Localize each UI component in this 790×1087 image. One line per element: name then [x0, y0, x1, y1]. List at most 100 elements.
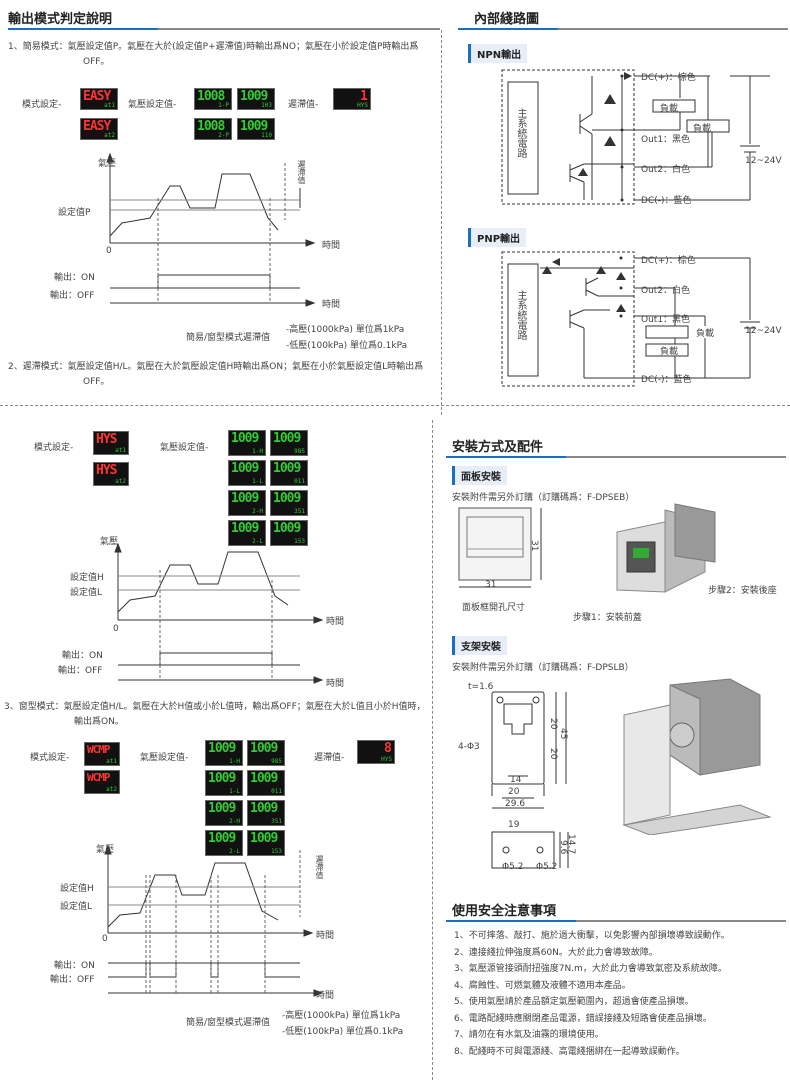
- hi-note-3: -高壓(1000kPa) 單位爲1kPa: [282, 1011, 401, 1021]
- out-on-2: 輸出：ON: [62, 651, 103, 661]
- pnp-dc-plus: DC(+)：棕色: [641, 256, 696, 266]
- step1-label: 步驟1：安裝前蓋: [573, 613, 642, 623]
- time-label-2: 時間: [326, 617, 345, 627]
- time-label-3: 時間: [316, 931, 335, 941]
- circuit-rule: [458, 28, 788, 30]
- hyst-vert-1: 遲滯值: [297, 160, 306, 184]
- mode1-desc: 1、簡易模式：氣壓設定值P。氣壓在大於(設定值P+遲滯值)時輸出爲NO；氣壓在小…: [8, 42, 419, 67]
- pnp-out1: Out1：黑色: [641, 315, 691, 325]
- pnp-load-1: 負載: [696, 329, 715, 339]
- safety-item-1: 1、不可摔落、敲打、施於過大衝擊，以免影響內部損壞導致誤動作。: [454, 931, 730, 941]
- out-off-2: 輸出：OFF: [58, 666, 103, 676]
- zero-2: 0: [113, 624, 119, 634]
- safety-item-3: 3、氣壓源管接頭耐扭強度7N.m，大於此力會導致氣密及系統故障。: [454, 964, 727, 974]
- main-circuit-pnp: 主系統電路: [515, 290, 526, 340]
- dim-31-horiz: 31: [485, 580, 497, 590]
- npn-voltage: 12~24V: [745, 156, 782, 166]
- column-divider-2: [432, 420, 433, 1080]
- dim-19: 19: [508, 820, 520, 830]
- hyst-vert-3: 遲滯值: [315, 855, 324, 879]
- title-rule: [8, 28, 440, 30]
- npn-dc-plus: DC(+)：棕色: [641, 73, 696, 83]
- safety-item-7: 7、請勿在有水氣及油霧的環境使用。: [454, 1030, 604, 1040]
- safety-item-2: 2、連接綫拉伸強度爲60N。大於此力會導致故障。: [454, 947, 658, 958]
- bracket-mount-photo: [622, 678, 772, 835]
- dim-4-phi3: 4-Φ3: [458, 742, 480, 752]
- zero-1: 0: [106, 246, 112, 256]
- panel-cutout-label: 面板框開孔尺寸: [462, 603, 526, 613]
- npn-out2: Out2：白色: [641, 165, 691, 175]
- hysteresis-label-3: 遲滯值-: [314, 753, 345, 763]
- output-mode-title: 輸出模式判定說明: [8, 12, 113, 27]
- safety-item-8: 8、配綫時不可與電源綫、高電綫捆綁在一起導致誤動作。: [454, 1046, 685, 1057]
- panel-subtitle: 面板安裝: [452, 466, 507, 485]
- hi-note-1: -高壓(1000kPa) 單位爲1kPa: [286, 325, 405, 335]
- dim-14-7: 14.7: [566, 834, 576, 855]
- install-title: 安裝方式及配件: [452, 440, 544, 455]
- dim-20-v1: 20: [548, 718, 558, 730]
- panel-note: 安裝附件需另外訂購（訂購碼爲：F-DPSEB）: [452, 493, 635, 503]
- zero-3: 0: [102, 934, 108, 944]
- window-hyst-caption: 簡易/窗型模式遲滯值: [186, 1018, 271, 1028]
- dim-31-vert: 31: [529, 540, 539, 552]
- safety-item-6: 6、電路配綫時應關閉產品電源，錯誤接綫及短路會使產品損壞。: [454, 1013, 712, 1024]
- mode-setting-label-3: 模式設定-: [30, 753, 70, 763]
- main-circuit-npn: 主系統電路: [515, 108, 526, 158]
- npn-load-2: 負載: [693, 124, 712, 134]
- lo-note-3: -低壓(100kPa) 單位爲0.1kPa: [282, 1027, 404, 1037]
- bracket-drawing: [491, 691, 569, 869]
- panel-mount-photo: [616, 503, 716, 593]
- safety-item-4: 4、腐蝕性、可燃氣體及液體不適用本產品。: [454, 980, 631, 991]
- pnp-load-2: 負載: [660, 347, 679, 357]
- dim-29-6: 29.6: [505, 799, 526, 809]
- dim-20-v2: 20: [548, 748, 558, 760]
- dim-9-6: 9.6: [558, 840, 568, 855]
- section-divider: [0, 405, 790, 406]
- pnp-subtitle: PNP輸出: [468, 228, 527, 247]
- hysteresis-label: 遲滯值-: [288, 100, 319, 110]
- dim-phi52-a: Φ5.2: [502, 862, 524, 872]
- set-l-label-2: 設定值L: [70, 588, 103, 598]
- out-on-3: 輸出：ON: [54, 961, 95, 971]
- npn-load-1: 負載: [660, 104, 679, 114]
- time-label-1b: 時間: [322, 300, 341, 310]
- npn-dc-minus: DC(-)：藍色: [641, 196, 692, 206]
- pnp-out2: Out2：白色: [641, 286, 691, 296]
- dim-45: 45: [558, 728, 568, 740]
- safety-rule: [446, 920, 786, 922]
- pnp-dc-minus: DC(-)：藍色: [641, 375, 692, 385]
- npn-subtitle: NPN輸出: [468, 44, 528, 63]
- axis-pressure-3: 氣壓: [96, 845, 115, 855]
- lo-note-1: -低壓(100kPa) 單位爲0.1kPa: [286, 341, 408, 351]
- dim-14: 14: [510, 775, 522, 785]
- set-p-label: 設定值P: [58, 208, 91, 218]
- bracket-note: 安裝附件需另外訂購（訂購碼爲：F-DPSLB）: [452, 663, 634, 673]
- simple-hyst-caption: 簡易/窗型模式遲滯值: [186, 333, 271, 343]
- pressure-setting-label: 氣壓設定值-: [128, 100, 177, 110]
- pnp-circuit-diagram: [501, 251, 760, 387]
- dim-t16: t=1.6: [468, 682, 494, 692]
- set-h-label-2: 設定值H: [70, 573, 104, 583]
